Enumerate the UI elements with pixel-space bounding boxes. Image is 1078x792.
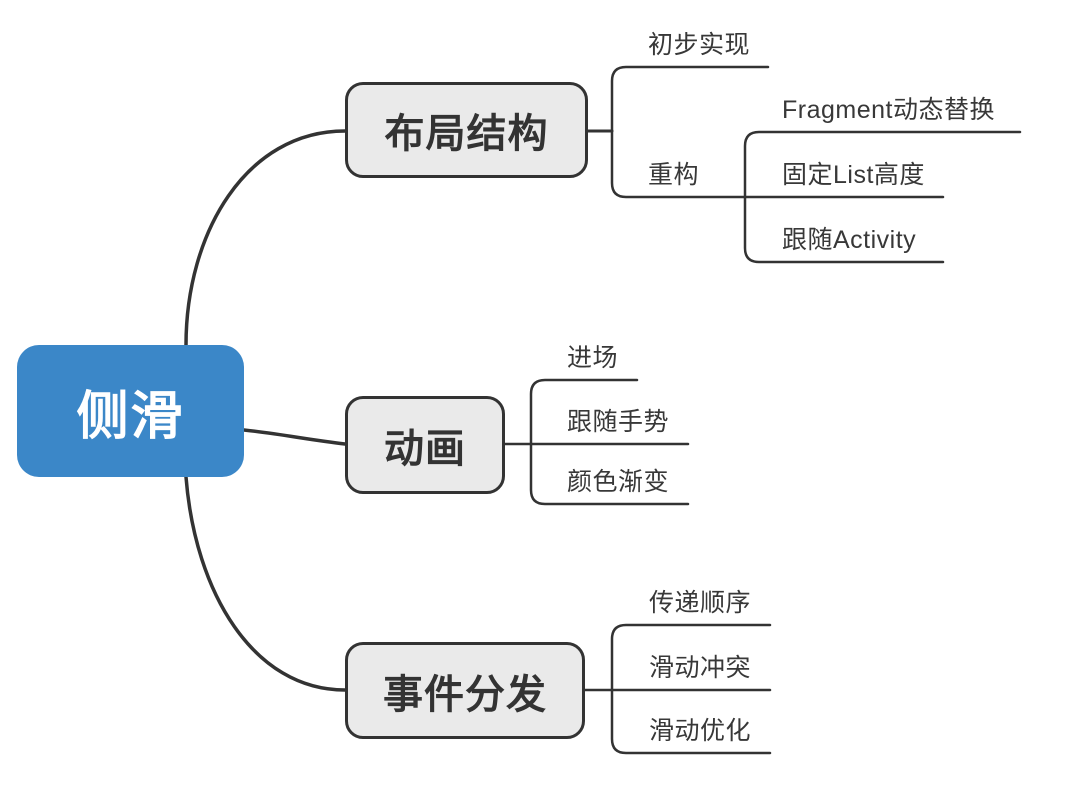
node-branch-layout-label: 布局结构 [384,112,549,156]
node-enter-animation[interactable]: 进场 [567,344,619,372]
node-branch-events-label: 事件分发 [383,672,547,717]
wire-root-to-branch-events [184,475,347,692]
node-branch-animation-label: 动画 [384,427,466,471]
node-initial-implementation[interactable]: 初步实现 [648,31,751,59]
node-fixed-list-height[interactable]: 固定List高度 [782,161,925,189]
node-fragment-dynamic-replace[interactable]: Fragment动态替换 [782,96,995,124]
wire-root-to-branch-layout [184,129,347,347]
node-root-label: 侧滑 [76,387,185,446]
node-delivery-order[interactable]: 传递顺序 [649,589,752,617]
wire-root-to-branch-animation [242,428,347,446]
node-root[interactable]: 侧滑 [17,345,244,477]
node-slide-conflict[interactable]: 滑动冲突 [649,654,752,682]
node-branch-events[interactable]: 事件分发 [345,642,585,739]
node-follow-activity[interactable]: 跟随Activity [782,226,917,254]
node-follow-gesture[interactable]: 跟随手势 [567,408,670,436]
node-branch-animation[interactable]: 动画 [345,396,505,494]
node-slide-optimization[interactable]: 滑动优化 [649,717,752,745]
node-rebuild[interactable]: 重构 [648,161,700,189]
node-branch-layout[interactable]: 布局结构 [345,82,588,178]
node-color-gradient[interactable]: 颜色渐变 [567,468,670,496]
